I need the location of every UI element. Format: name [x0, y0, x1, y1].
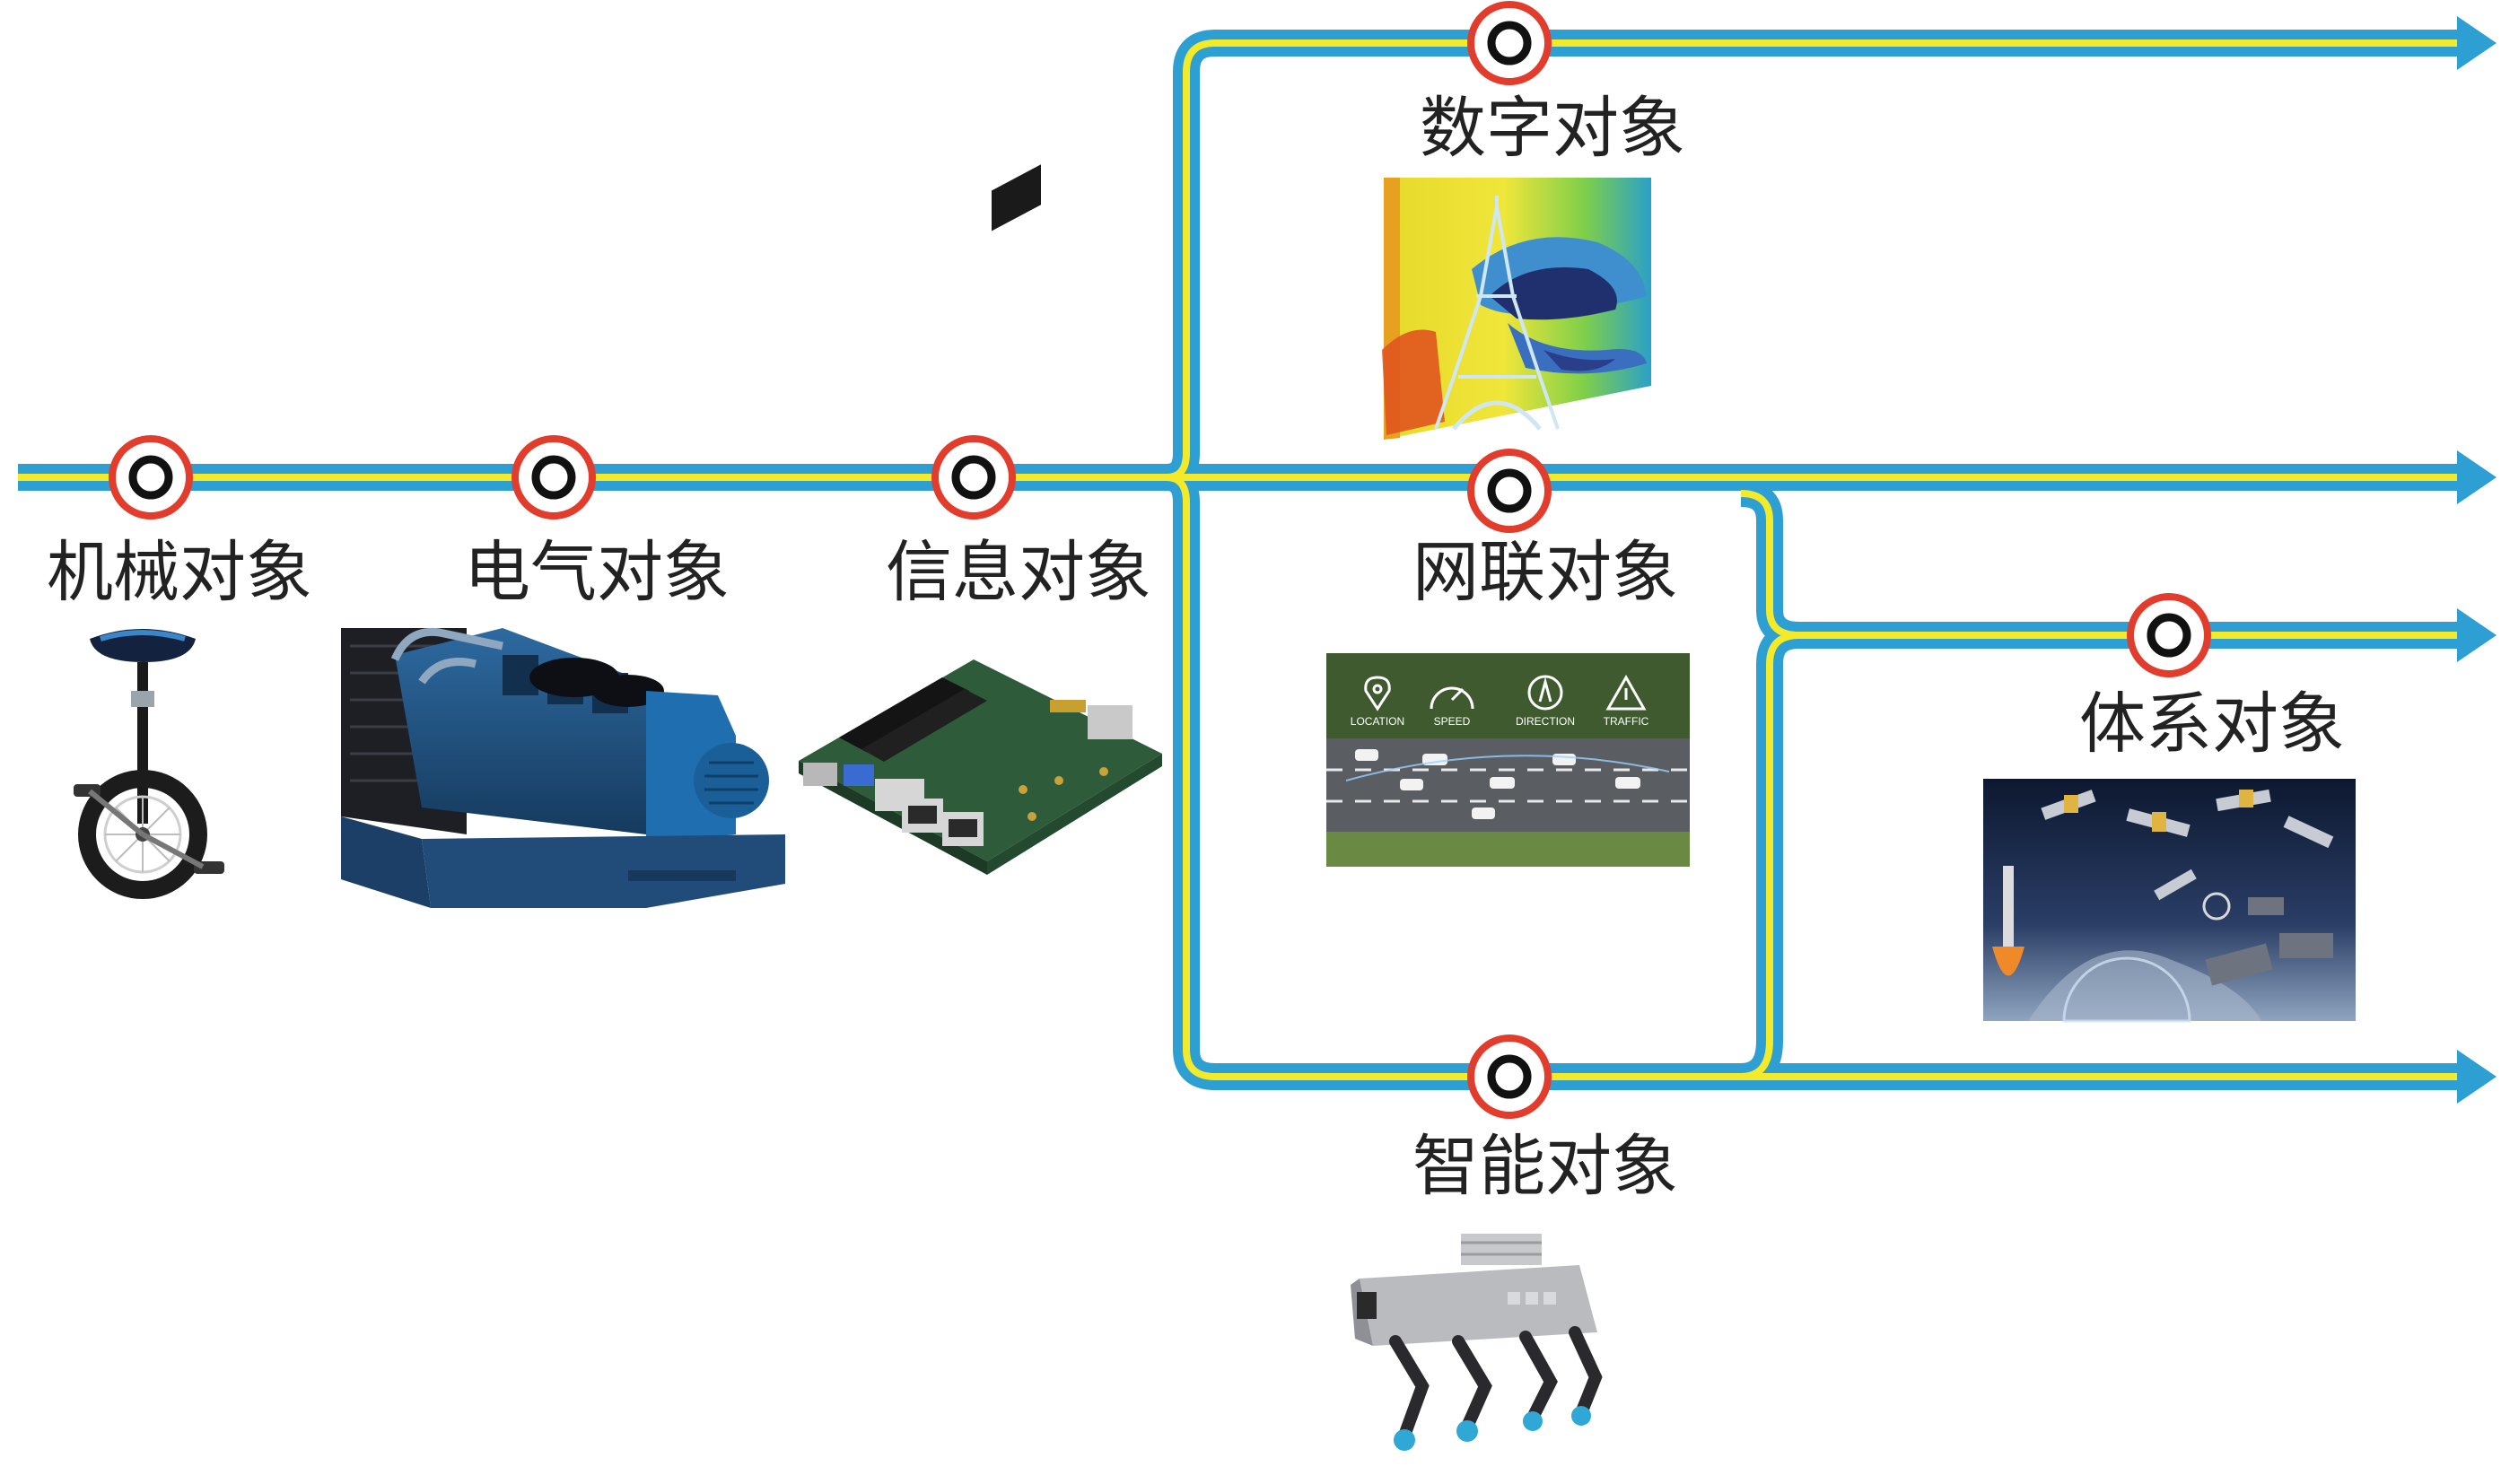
- arrow-head-icon: [2457, 450, 2497, 504]
- generator-image: [341, 627, 785, 908]
- arrow-head-icon: [2457, 608, 2497, 662]
- networked-caption-direction: DIRECTION: [1516, 715, 1575, 728]
- station-label-networked: 网联对象: [1412, 534, 1678, 611]
- eiffel-tower-icon: [1434, 196, 1560, 431]
- station-marker-digital: [1467, 1, 1552, 85]
- station-label-digital: 数字对象: [1420, 90, 1685, 167]
- station-label-information: 信息对象: [886, 534, 1151, 611]
- unicycle-image: [74, 629, 224, 899]
- station-marker-electrical: [512, 435, 596, 519]
- arrow-head-icon: [2457, 16, 2497, 70]
- station-marker-networked: [1467, 449, 1552, 533]
- station-label-system: 体系对象: [2079, 685, 2345, 763]
- networked-caption-traffic: TRAFFIC: [1604, 715, 1649, 728]
- station-marker-mechanical: [109, 435, 193, 519]
- station-label-electrical: 电气对象: [464, 534, 730, 611]
- speed-icon: [1430, 686, 1474, 710]
- circuit-board-image: [799, 164, 1162, 875]
- station-marker-system: [2127, 593, 2211, 677]
- station-marker-information: [931, 435, 1016, 519]
- networked-caption-location: LOCATION: [1351, 715, 1404, 728]
- connected-vehicles-image: LOCATION SPEED DIRECTION TRAFFIC: [1326, 653, 1690, 867]
- arrow-head-icon: [2457, 1050, 2497, 1104]
- stations: [109, 1, 2211, 1119]
- track-network: [18, 16, 2497, 1104]
- traffic-warning-icon: [1605, 674, 1647, 711]
- location-icon: [1364, 676, 1391, 711]
- station-marker-intelligent: [1467, 1034, 1552, 1119]
- station-label-intelligent: 智能对象: [1412, 1128, 1678, 1205]
- space-defense-system-image: [1983, 779, 2356, 1023]
- networked-caption-speed: SPEED: [1434, 715, 1471, 728]
- station-label-mechanical: 机械对象: [47, 534, 312, 611]
- direction-icon: [1527, 675, 1563, 711]
- eiffel-tower-simulation-image: [1382, 178, 1651, 440]
- quadruped-robot-image: [1351, 1234, 1603, 1451]
- system-branch-track: [1740, 480, 2459, 649]
- digital-branch-track: [1165, 30, 2459, 491]
